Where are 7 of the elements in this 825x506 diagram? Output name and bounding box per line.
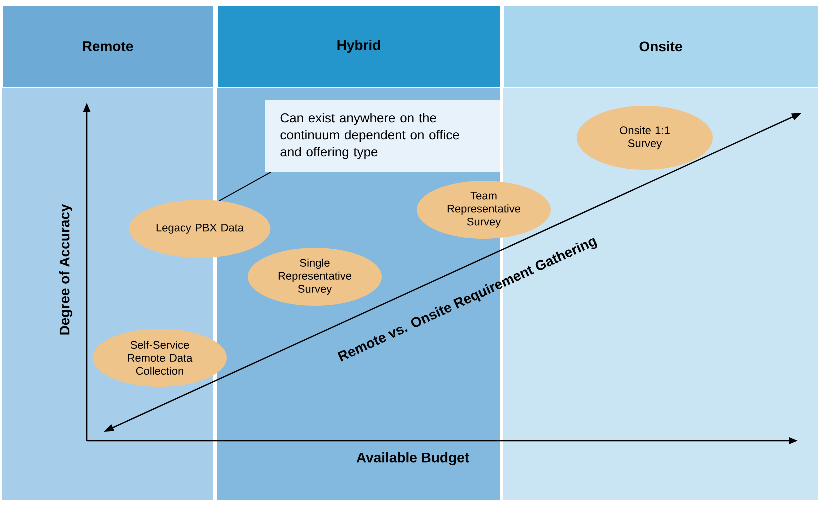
node-label: Onsite xyxy=(640,41,682,52)
node-label: Hybrid xyxy=(338,40,380,54)
axis-label: Degree of Accuracy xyxy=(59,204,73,335)
axis-label: Available Budget xyxy=(356,452,470,466)
node-label: Remote xyxy=(83,42,134,52)
leader-line xyxy=(219,172,272,202)
callout-box: Can exist anywhere on the continuum dependent on office and offering type xyxy=(265,100,500,172)
